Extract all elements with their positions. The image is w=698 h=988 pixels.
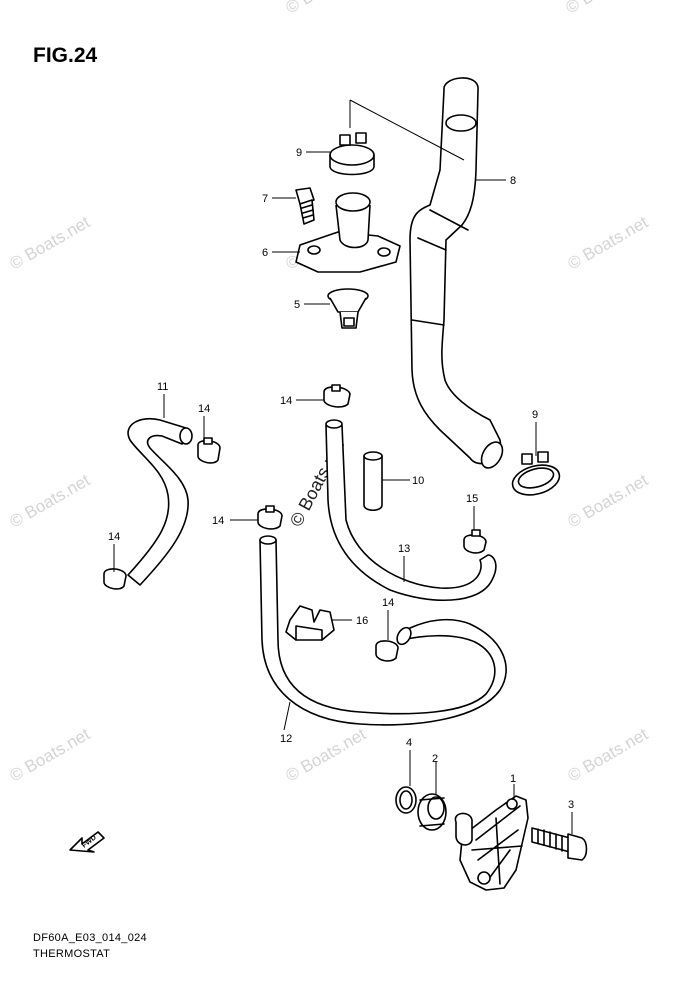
callout-14: 14 [280,395,292,407]
part-9-clamp-right [511,451,561,496]
callout-14: 14 [198,403,210,415]
callout-3: 3 [568,799,574,811]
watermark: © Boats.net [565,724,652,785]
part-14-clamp [323,384,351,408]
part-16-holder [285,605,335,641]
part-8-hose [409,77,504,469]
callout-7: 7 [262,193,268,205]
watermark: © Boats.net [283,0,370,17]
callout-14: 14 [212,515,224,527]
part-14-clamp [375,640,399,662]
part-15-clamp [463,529,487,554]
callouts: 9 7 6 5 8 9 10 11 14 14 14 14 13 15 14 1… [108,147,574,811]
part-13-hose [325,419,497,602]
callout-12: 12 [280,733,292,745]
callout-15: 15 [466,493,478,505]
watermark: © Boats.net [7,470,94,531]
callout-13: 13 [398,543,410,555]
callout-16: 16 [356,615,368,627]
figure-title: FIG.24 [33,44,98,67]
figure-name: THERMOSTAT [33,948,111,960]
part-1-housing [454,795,529,891]
part-11-hose [127,418,193,586]
callout-1: 1 [510,773,516,785]
leader-lines [113,99,573,834]
callout-8: 8 [510,175,516,187]
callout-4: 4 [406,737,412,749]
part-12-hose [259,535,507,726]
watermark: © Boats.net [283,724,370,785]
callout-14: 14 [382,597,394,609]
part-4-o-ring [395,786,417,814]
watermark: © Boats.net [565,470,652,531]
callout-5: 5 [294,299,300,311]
callout-2: 2 [432,753,438,765]
part-7-bolt [295,187,315,225]
part-14-clamp [103,568,127,590]
figure-code: DF60A_E03_014_024 [33,932,147,944]
part-14-clamp [257,505,283,530]
callout-9: 9 [532,409,538,421]
part-9-clamp-top [329,132,375,176]
part-2-grommet [417,793,447,831]
fwd-arrow-icon: FWD [69,831,105,853]
part-3-bolt [531,827,588,861]
callout-10: 10 [412,475,424,487]
callout-9: 9 [296,147,302,159]
watermark: © Boats.net [563,0,650,17]
part-14-clamp [197,437,221,464]
callout-11: 11 [157,381,168,393]
watermark: © Boats.net [565,212,652,273]
callout-14: 14 [108,531,120,543]
part-5-thermostat [327,288,369,329]
watermark: © Boats.net [7,212,94,273]
part-10-hose [363,451,383,512]
callout-6: 6 [262,247,268,259]
part-6-thermostat-cover [295,192,401,273]
watermark: © Boats.net [7,724,94,785]
